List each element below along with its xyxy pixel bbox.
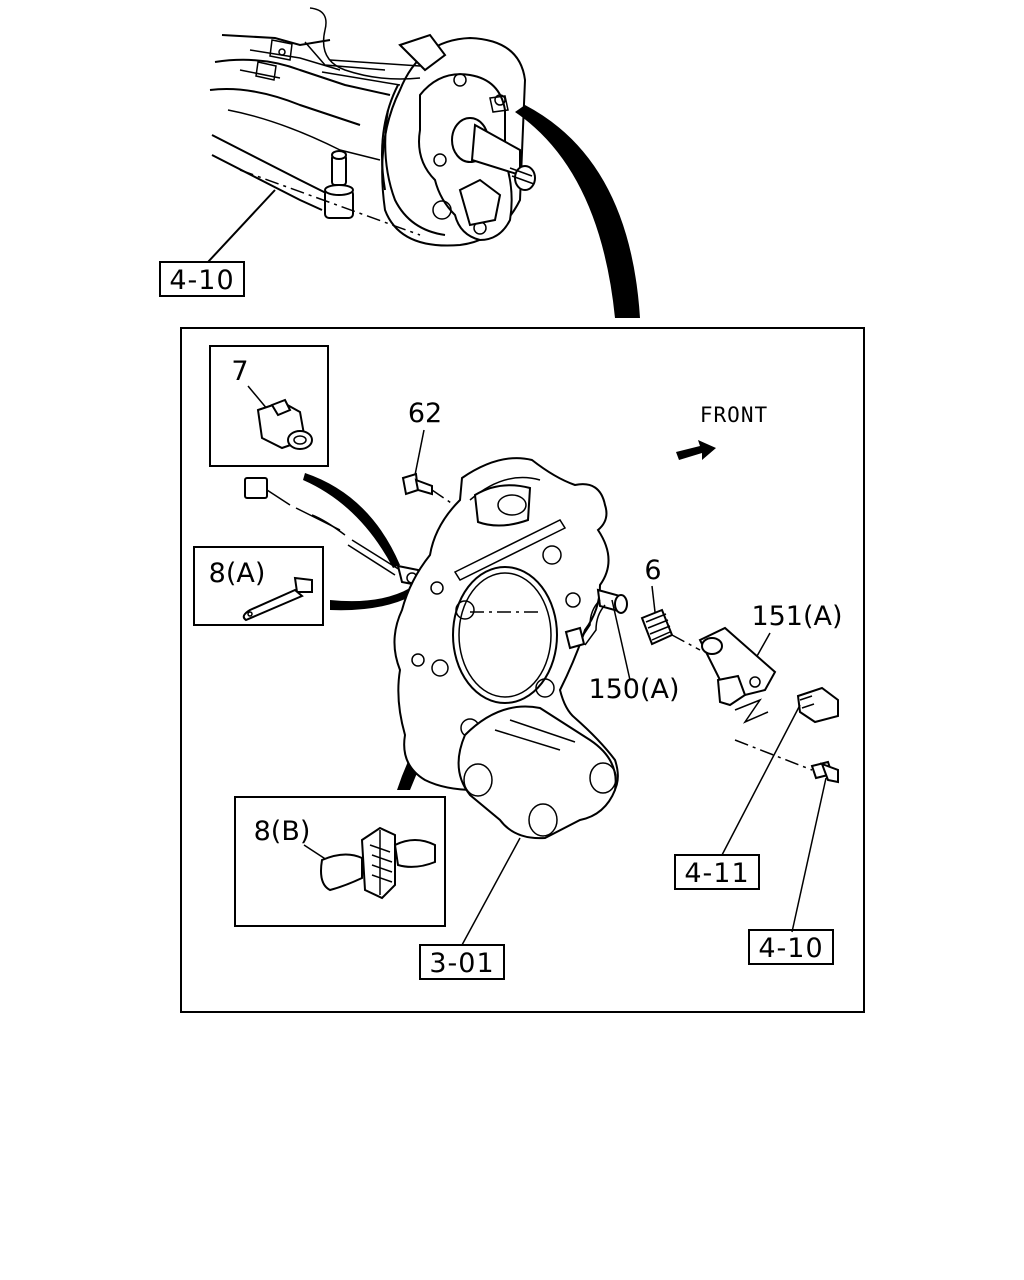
bushing-6: 6: [640, 555, 701, 651]
pin-150a: 150(A): [564, 588, 680, 705]
ref-label-4-11: 4-11: [684, 858, 749, 889]
bolt-4-11: [721, 686, 839, 856]
front-indicator: FRONT: [676, 403, 768, 460]
axle-overview-illustration: [207, 7, 640, 318]
backing-plate: [393, 457, 619, 840]
inset-part-8a: 8(A): [193, 546, 324, 626]
zoom-pointer-arrow: [515, 105, 640, 318]
front-label: FRONT: [700, 403, 768, 427]
ref-label-3-01: 3-01: [429, 948, 494, 979]
label-part-6: 6: [644, 555, 661, 586]
lever-151a: 151(A): [698, 601, 843, 724]
pointer-arrow-part-8a: [330, 588, 412, 611]
inset-part-7: 7: [209, 345, 329, 467]
leader-line-ref-top: [207, 189, 276, 263]
bolt-4-10-bottom: [734, 739, 839, 933]
ref-box-top: 4-10: [159, 261, 245, 297]
ref-box-4-10-bottom: 4-10: [748, 929, 834, 965]
leader-line-3-01: [461, 837, 521, 946]
ref-label-top: 4-10: [169, 265, 234, 296]
label-part-151a: 151(A): [751, 601, 842, 632]
inset-part-8b: 8(B): [234, 796, 446, 927]
label-part-8b: 8(B): [254, 816, 311, 847]
label-part-150a: 150(A): [588, 674, 679, 705]
ref-box-4-11: 4-11: [674, 854, 760, 890]
label-part-7: 7: [231, 356, 248, 387]
front-arrow-icon: [676, 440, 716, 460]
pointer-arrow-part-7: [303, 473, 400, 568]
detail-frame: [180, 327, 865, 1013]
label-part-62: 62: [408, 398, 442, 429]
label-part-8a: 8(A): [209, 558, 266, 589]
ref-box-3-01: 3-01: [419, 944, 505, 980]
ref-label-4-10-bottom: 4-10: [758, 933, 823, 964]
